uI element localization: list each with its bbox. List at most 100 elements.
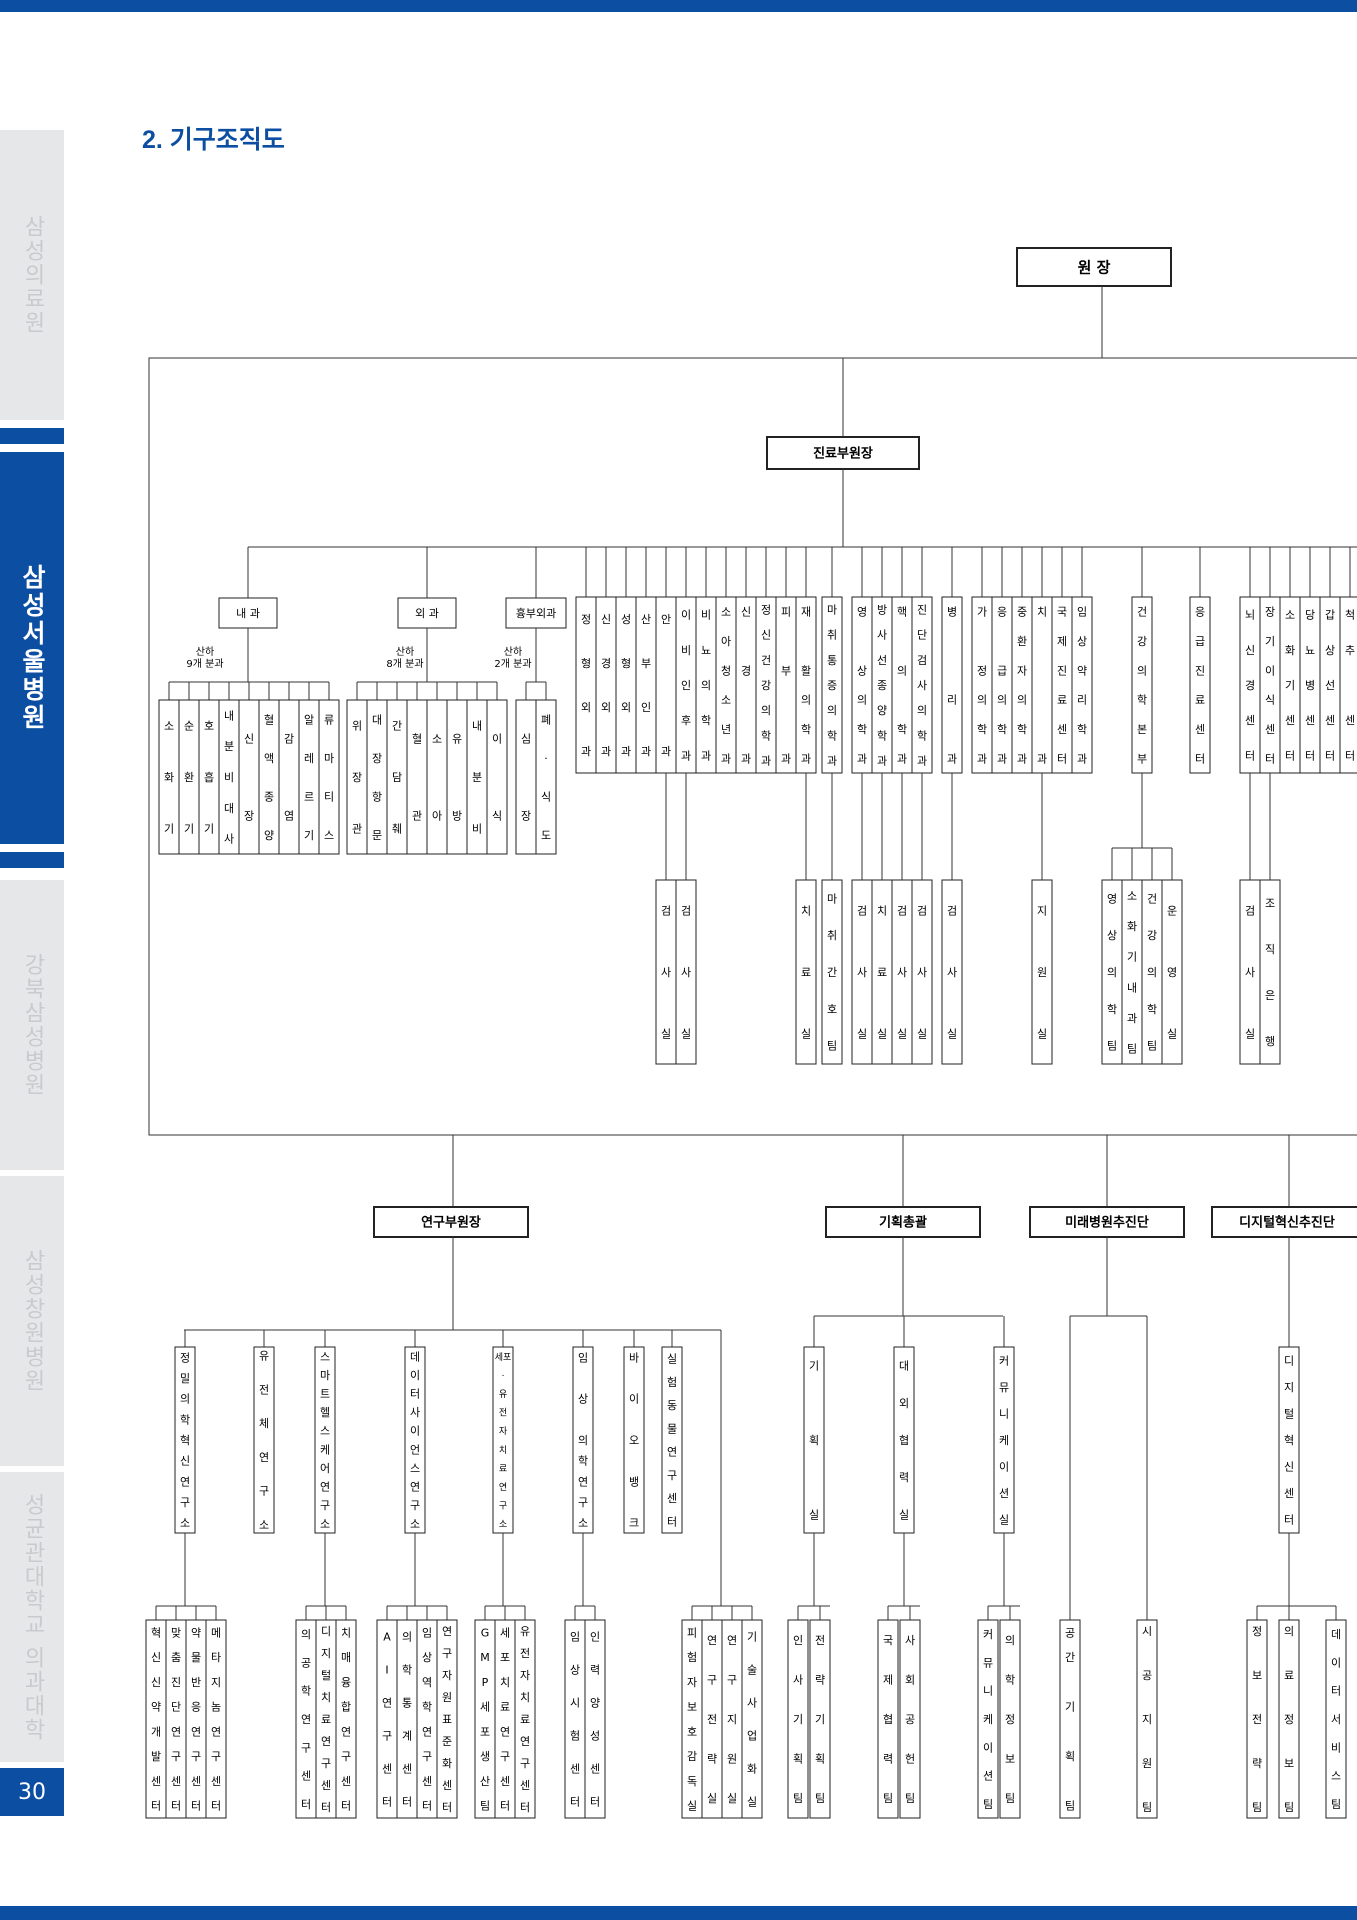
clinical-subunit-box-char: 내 (1127, 981, 1137, 994)
department-box-char: 과 (681, 749, 691, 762)
planning-team-box-char: 뮤 (983, 1656, 993, 1669)
department-box (715, 596, 737, 774)
research-institute-box-char: 구 (180, 1496, 190, 1509)
digital-center-box-char: 지 (1284, 1381, 1294, 1394)
research-center-box-char: 센 (500, 1775, 510, 1788)
research-institute-box-char: 소 (578, 1517, 588, 1530)
side-tab-samsung-medical-center[interactable]: 삼성의료원 (0, 130, 64, 420)
research-center-box-char: 터 (520, 1801, 530, 1814)
clinical-subunit-box-char: 행 (1265, 1035, 1275, 1048)
planning-team-box-char: 획 (815, 1753, 825, 1766)
clinical-subunit-box-char: 실 (1167, 1027, 1177, 1040)
department-box-char: 과 (661, 745, 671, 758)
research-support-box-char: 화 (747, 1763, 757, 1776)
subspecialty-thoracic-surgery-char: 심 (521, 733, 531, 746)
subspecialty-surgery-char: 간 (392, 720, 402, 733)
subspecialty-internal-medicine-char: 레 (304, 752, 314, 765)
department-box-char: 기 (1285, 679, 1295, 692)
side-tab-label: 삼성서울병원 (18, 564, 47, 732)
future-team-box-char: 원 (1142, 1757, 1152, 1770)
research-support-box (681, 1619, 703, 1819)
clinical-subunit-box-char: 검 (661, 905, 671, 918)
internal-medicine-label: 내 과 (236, 607, 260, 620)
clinical-subunit-box-char: 팀 (827, 1040, 837, 1053)
digital-center-box-char: 디 (1284, 1354, 1294, 1367)
clinical-subunit-box-char: 사 (917, 966, 927, 979)
department-box (1011, 596, 1033, 774)
subspecialty-internal-medicine-char: 흡 (204, 770, 214, 784)
research-center-box-char: 연 (422, 1725, 432, 1738)
department-box-char: 청 (721, 664, 731, 677)
research-center-box-char: 디 (321, 1625, 331, 1638)
side-tab-samsung-seoul-hospital[interactable]: 삼성서울병원 (0, 452, 64, 844)
department-box-char: 과 (877, 754, 887, 767)
side-tab-skku-medicine[interactable]: 성균관대학교 의과대학 (0, 1472, 64, 1762)
planning-team-box-char: 력 (883, 1753, 893, 1766)
department-box-char: 추 (1345, 644, 1355, 657)
subspecialty-surgery-char: 관 (412, 810, 422, 823)
research-center-box-char: 준 (442, 1735, 452, 1748)
research-institute-box-char: 스 (320, 1350, 330, 1363)
department-box-char: 뇌 (1245, 609, 1255, 622)
department-box-char: 의 (1137, 664, 1147, 677)
department-box-char: 의 (857, 694, 867, 707)
planning-team-box-char: 국 (883, 1634, 893, 1647)
clinical-subunit-box-char: 검 (681, 905, 691, 918)
department-box (891, 596, 913, 774)
department-box-char: 자 (1017, 664, 1027, 677)
planning-head-box (825, 1206, 981, 1238)
department-box-char: 성 (621, 613, 631, 626)
research-institute-box (253, 1346, 275, 1534)
subspecialty-surgery-char: 소 (432, 733, 442, 746)
research-center-box-char: 센 (211, 1775, 221, 1788)
department-box-char: 과 (741, 752, 751, 765)
research-center-box-char: 임 (422, 1626, 432, 1639)
department-box (991, 596, 1013, 774)
research-center-box-char: 터 (151, 1800, 161, 1813)
research-center-box-char: G (481, 1626, 490, 1639)
department-box-char: 과 (1017, 752, 1027, 765)
research-institute-box-char: 어 (320, 1462, 330, 1475)
subspecialty-internal-medicine (318, 699, 340, 855)
research-support-box (741, 1619, 763, 1819)
planning-team-box-char: 공 (905, 1713, 915, 1726)
department-box-char: 터 (1285, 749, 1295, 762)
digital-team-box-char: 스 (1331, 1770, 1341, 1783)
internal-medicine-note: 9개 분과 (186, 658, 223, 670)
research-center-box-char: 구 (442, 1647, 452, 1660)
clinical-subunit-box-char: 영 (1107, 892, 1117, 905)
research-center-box-char: 센 (520, 1779, 530, 1792)
research-center-box-char: 터 (590, 1796, 600, 1809)
side-tab-samsung-changwon[interactable]: 삼성창원병원 (0, 1176, 64, 1466)
digital-team-box-char: 터 (1331, 1685, 1341, 1698)
department-box-char: 경 (741, 664, 751, 677)
clinical-subunit-box-char: 사 (681, 966, 691, 979)
research-center-box-char: 세 (500, 1626, 510, 1639)
research-center-box-char: 시 (570, 1697, 580, 1710)
research-institute-box-char: 구 (578, 1496, 588, 1509)
subspecialty-thoracic-surgery (535, 699, 557, 855)
digital-team-box-char: 팀 (1284, 1801, 1294, 1814)
side-tab-kangbuk-samsung[interactable]: 강북삼성병원 (0, 880, 64, 1170)
department-box-char: 약 (1077, 663, 1087, 677)
department-box-char: 의 (701, 679, 711, 692)
research-center-box-char: 센 (301, 1770, 311, 1783)
research-center-box-char: 터 (500, 1800, 510, 1813)
research-institute-box-char: 연 (410, 1481, 420, 1494)
department-box-char: 학 (827, 729, 837, 742)
digital-center-box-char: 신 (1284, 1461, 1294, 1474)
research-institute-box-char: 연 (259, 1451, 269, 1464)
clinical-subunit-box (1031, 879, 1053, 1065)
research-institute-box-char: 터 (667, 1515, 677, 1528)
planning-team-box-char: 략 (815, 1673, 825, 1686)
future-team-box-char: 획 (1065, 1750, 1075, 1763)
department-box-char: 학 (1017, 723, 1027, 736)
research-center-box-char: 치 (520, 1691, 530, 1704)
research-institute-box-char: 터 (410, 1388, 420, 1401)
research-support-box-char: 구 (727, 1673, 737, 1686)
subspecialty-internal-medicine-char: 화 (164, 771, 174, 784)
research-support-box-char: 자 (687, 1676, 697, 1689)
department-box-char: 과 (641, 745, 651, 758)
digital-team-box-char: 서 (1331, 1713, 1341, 1726)
department-box-char: 중 (1017, 606, 1027, 619)
